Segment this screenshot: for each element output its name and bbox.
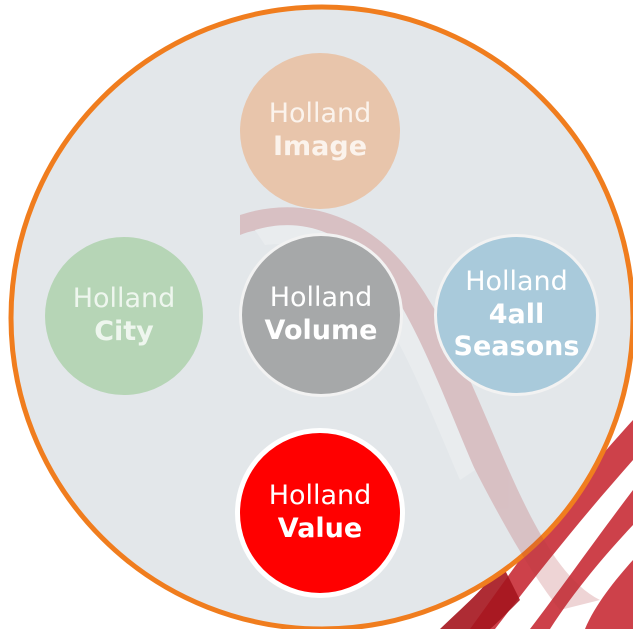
bubble-line2: Value <box>277 513 363 544</box>
holland-4all-seasons-bubble[interactable]: Holland 4all Seasons <box>434 234 599 396</box>
bubble-line2: Volume <box>264 315 378 346</box>
bubble-line1: Holland <box>268 98 372 130</box>
bubble-line1: Holland <box>72 283 176 315</box>
holland-volume-bubble[interactable]: Holland Volume <box>239 233 403 397</box>
bubble-line2: Image <box>272 131 368 162</box>
holland-city-bubble[interactable]: Holland City <box>45 237 203 395</box>
holland-value-bubble[interactable]: Holland Value <box>235 428 405 598</box>
bubble-line3: Seasons <box>453 331 580 363</box>
bubble-line1: Holland <box>269 282 373 314</box>
bubble-line1: Holland <box>268 480 372 512</box>
bubble-line1: Holland <box>465 265 568 297</box>
bubble-line2: 4all <box>488 298 545 330</box>
holland-image-bubble[interactable]: Holland Image <box>240 53 400 209</box>
bubble-line2: City <box>94 316 154 347</box>
